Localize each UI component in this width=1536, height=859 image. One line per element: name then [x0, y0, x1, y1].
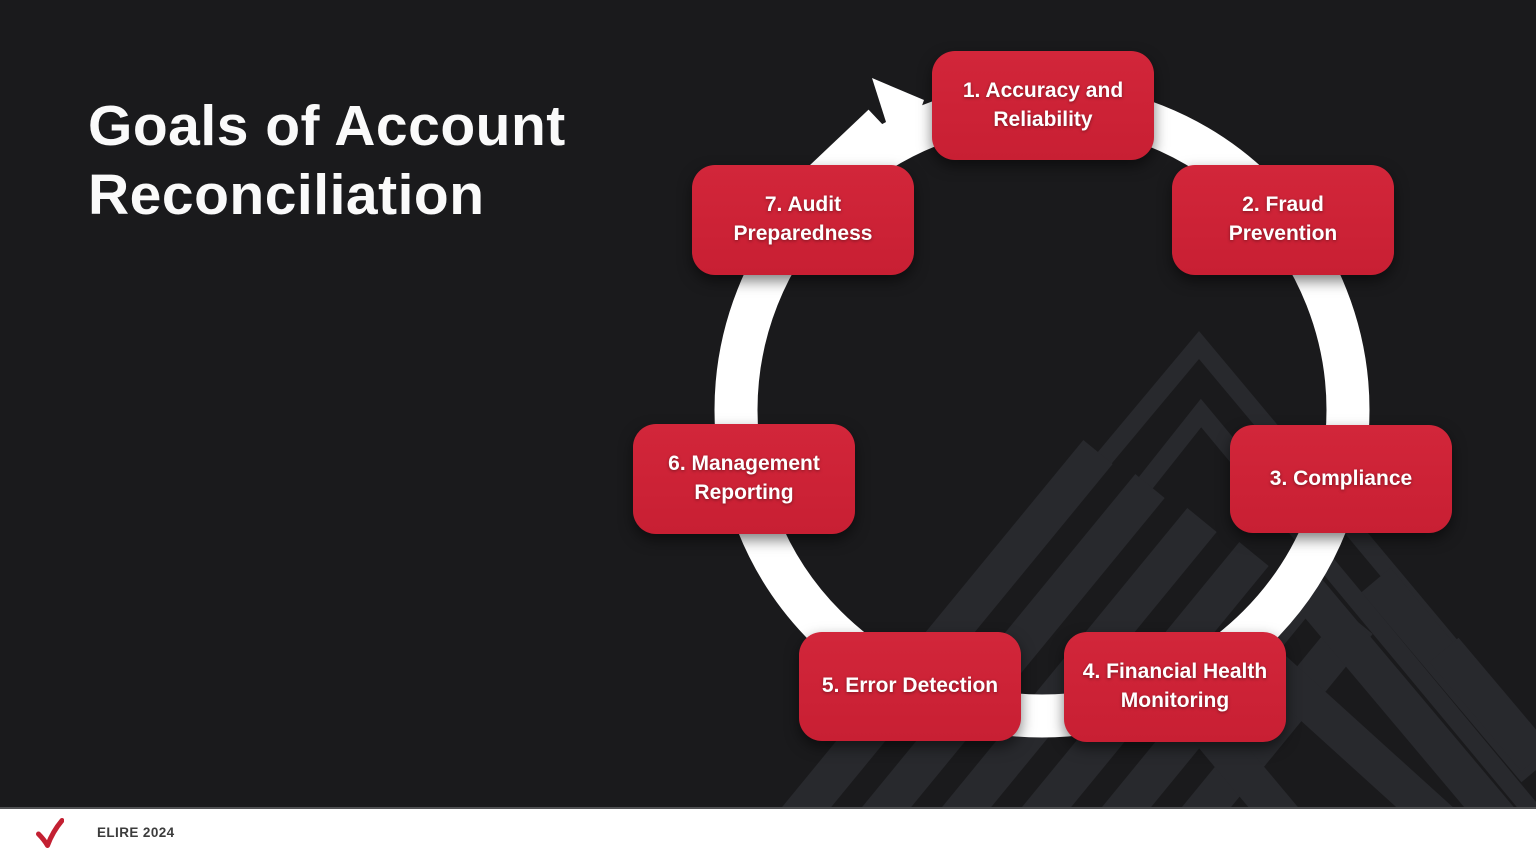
page-title: Goals of Account Reconciliation — [88, 94, 566, 227]
footer-brand-text: ELIRE 2024 — [97, 825, 175, 840]
node-accuracy-reliability: 1. Accuracy and Reliability — [932, 51, 1154, 160]
watermark-mountain-icon — [740, 330, 1536, 859]
footer-bar: ELIRE 2024 — [0, 807, 1536, 859]
cycle-arrowhead-icon — [872, 78, 924, 162]
node-financial-health: 4. Financial Health Monitoring — [1064, 632, 1286, 742]
node-compliance: 3. Compliance — [1230, 425, 1452, 533]
node-error-detection: 5. Error Detection — [799, 632, 1021, 741]
node-fraud-prevention: 2. Fraud Prevention — [1172, 165, 1394, 275]
node-audit-preparedness: 7. Audit Preparedness — [692, 165, 914, 275]
checkmark-icon — [36, 818, 64, 848]
node-management-reporting: 6. Management Reporting — [633, 424, 855, 534]
